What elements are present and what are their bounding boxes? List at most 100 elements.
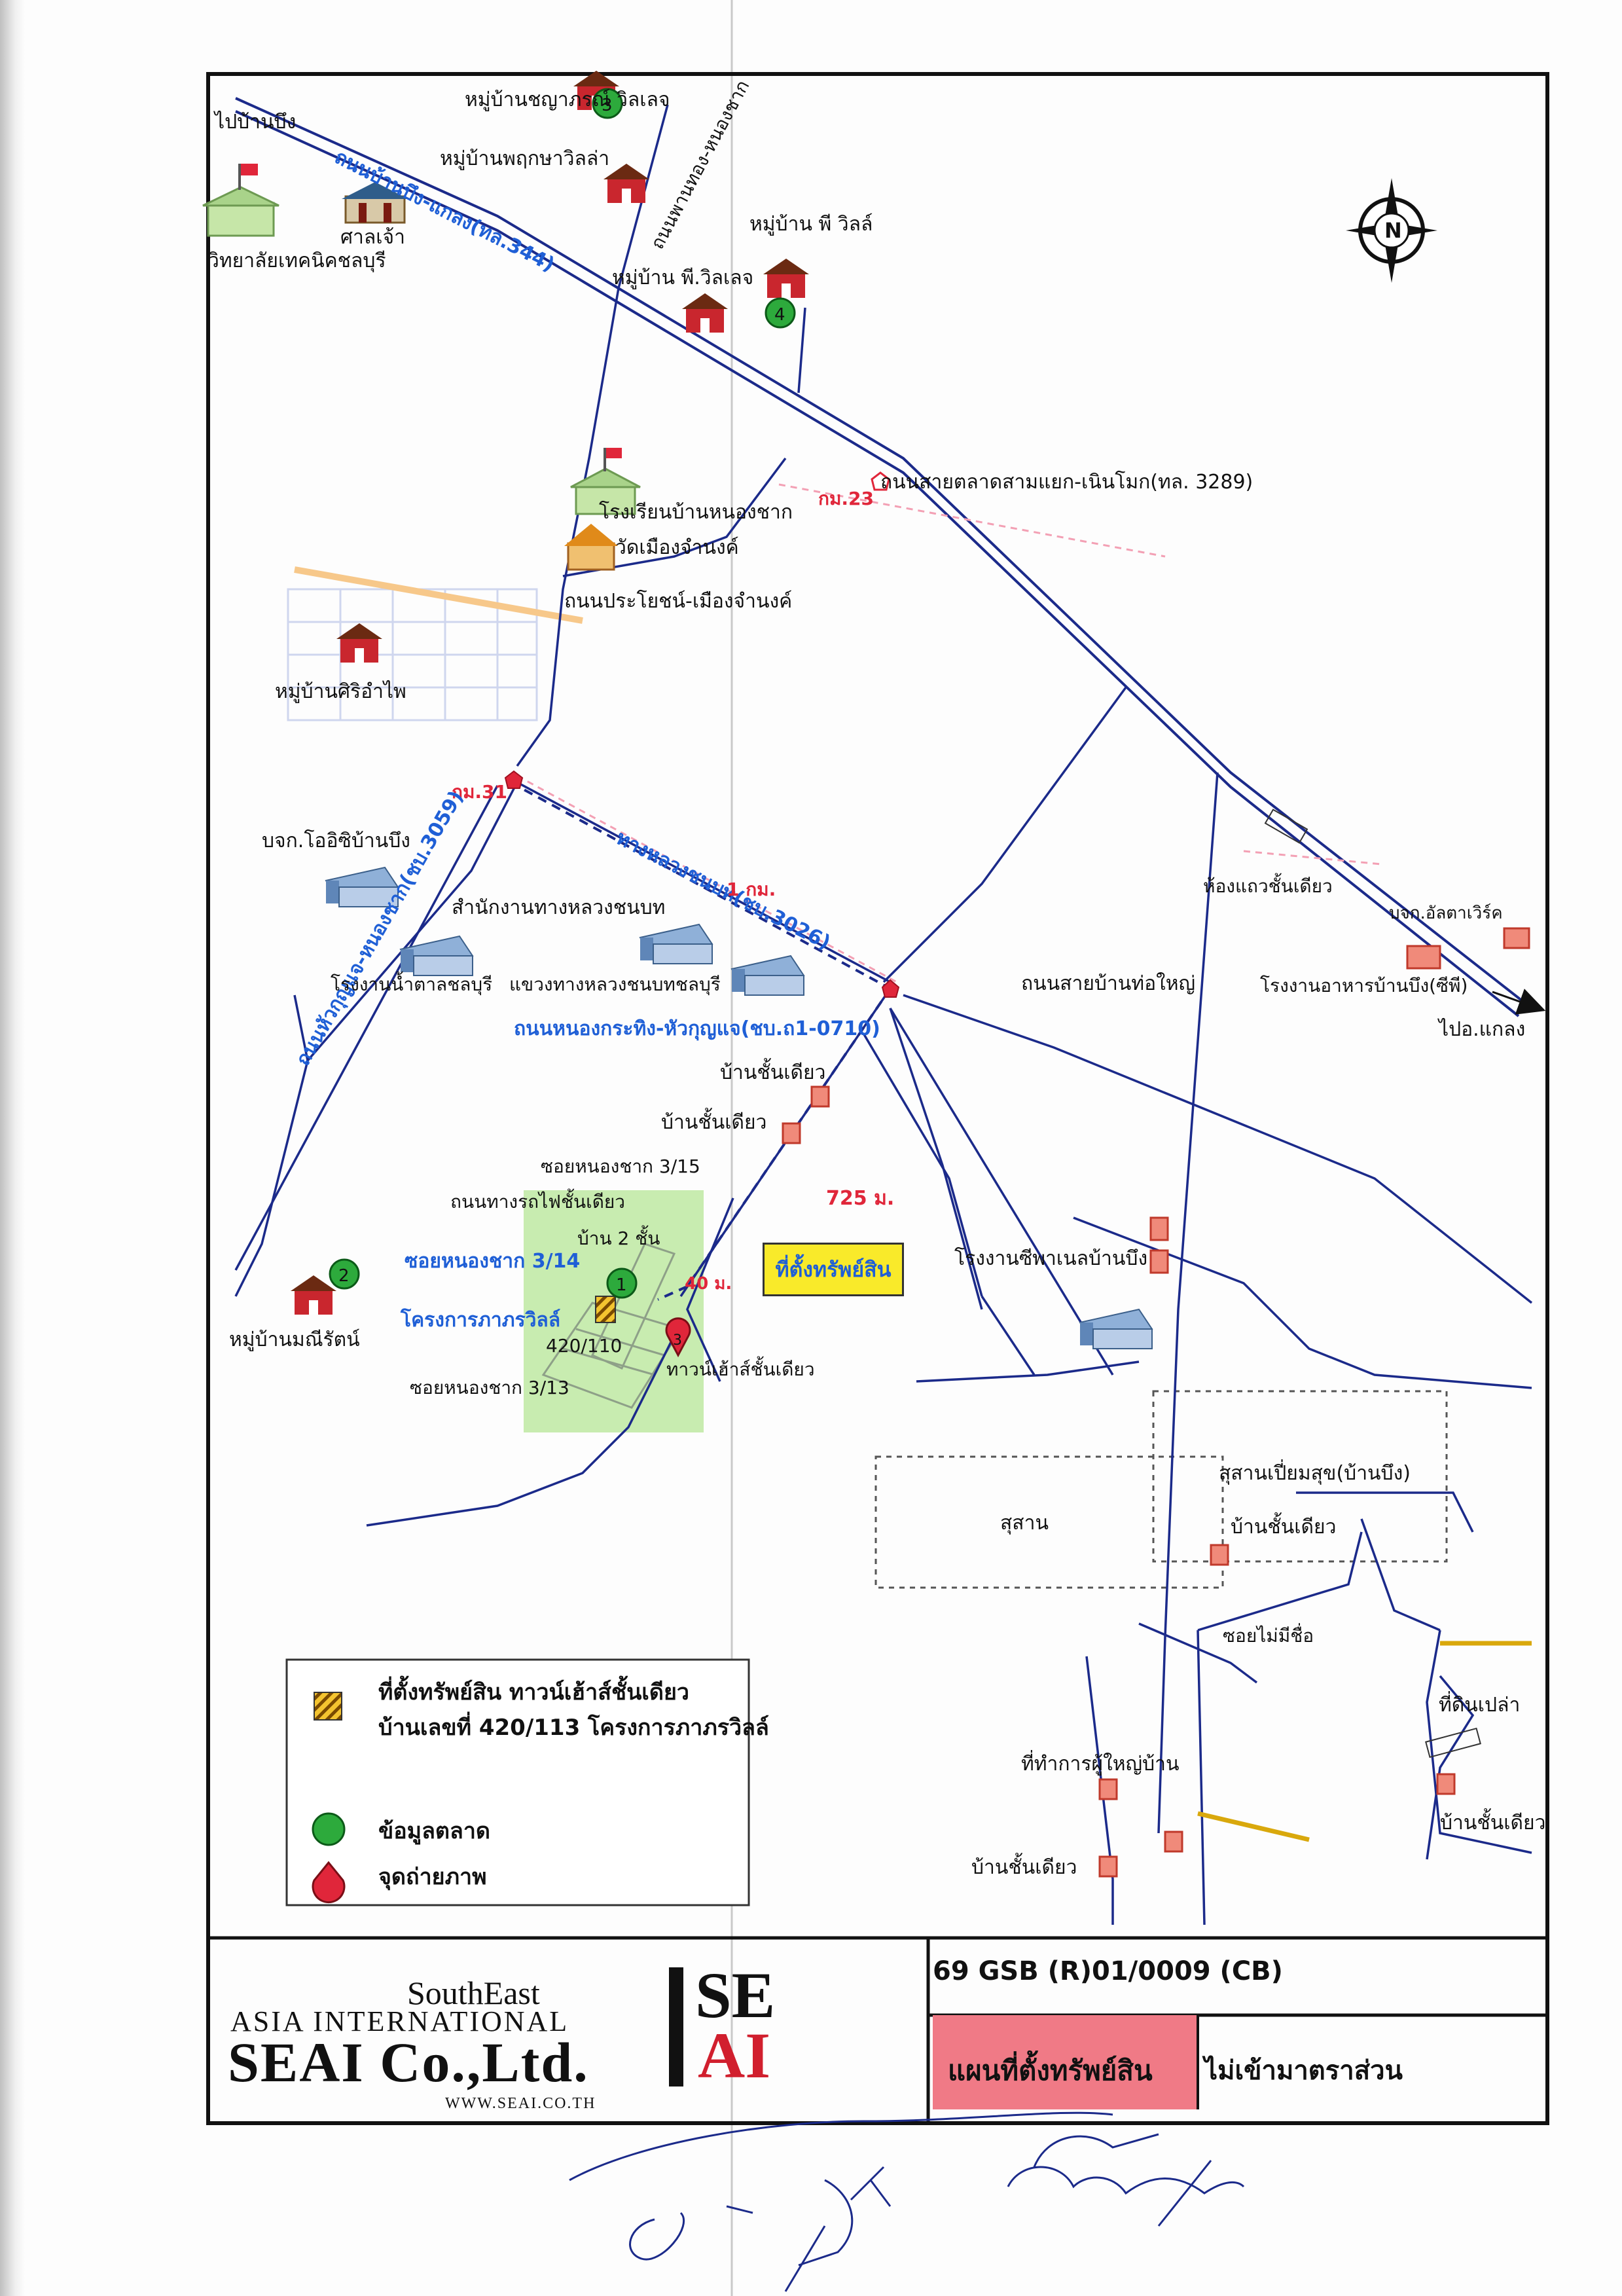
logo-seai-company: SEAI Co.,Ltd. — [228, 2031, 589, 2094]
house-icon — [291, 1275, 336, 1315]
office-building-icon — [730, 955, 805, 996]
km-marker-31 — [504, 770, 524, 789]
arrow-to-klaeng — [1492, 989, 1546, 1015]
handwritten-signature — [569, 2111, 1245, 2292]
label-chonburi-tech-college: วิทยาลัยเทคนิคชลบุรี — [208, 249, 386, 272]
legend-market-data: ข้อมูลตลาด — [378, 1818, 490, 1844]
km-marker-23 — [871, 471, 890, 491]
label-road-single-house: ถนนทางรถไฟชั้นเดียว — [450, 1191, 626, 1212]
label-single-house-1: บ้านชั้นเดียว — [720, 1061, 826, 1084]
label-km-31: กม.31 — [452, 781, 508, 803]
pink-dashed-guides — [516, 483, 1382, 983]
label-school-nongchak: โรงเรียนบ้านหนองชาก — [599, 501, 793, 524]
label-sugar-factory: โรงงานน้ำตาลชลบุรี — [331, 974, 493, 995]
label-two-storey-house: บ้าน 2 ชั้น — [577, 1228, 660, 1249]
office-building-icon — [399, 935, 474, 976]
temple-icon — [564, 524, 618, 571]
svg-text:2: 2 — [338, 1266, 350, 1286]
logo-ai-mark: AI — [698, 2019, 771, 2092]
legend-market-swatch — [312, 1812, 346, 1846]
logo-asia-international: ASIA INTERNATIONAL — [230, 2005, 569, 2037]
vacant-land-box — [1425, 1727, 1481, 1758]
house-icon — [682, 293, 728, 333]
shophouse-box — [1264, 809, 1308, 844]
label-soi-3-13: ซอยหนองชาก 3/13 — [410, 1377, 569, 1398]
map-title: แผนที่ตั้งทรัพย์สิน — [948, 2054, 1153, 2086]
market-data-marker-3: 3 — [592, 88, 623, 119]
north-letter: N — [1384, 218, 1402, 243]
label-cp-panel-factory: โรงงานซีพาเนลบ้านบึง — [954, 1247, 1148, 1270]
legend-hatch-swatch — [314, 1692, 342, 1721]
label-cemetery: สุสาน — [1000, 1512, 1049, 1535]
svg-text:3: 3 — [673, 1332, 682, 1349]
label-rural-roads-office: สำนักงานทางหลวงชนบท — [452, 896, 666, 919]
label-ultrawork: บจก.อัลตาเวิร์ค — [1389, 903, 1503, 923]
label-village-phrueksa: หมู่บ้านพฤกษาวิลล่า — [440, 147, 610, 170]
title-box — [933, 2015, 1199, 2109]
office-building-icon — [325, 866, 399, 907]
label-townhouse: ทาวน์เฮ้าส์ชั้นเดียว — [666, 1358, 815, 1380]
label-single-house-4: บ้านชั้นเดียว — [971, 1856, 1077, 1879]
label-soi-3-14: ซอยหนองชาก 3/14 — [405, 1250, 581, 1273]
legend-property-title: ที่ตั้งทรัพย์สิน ทาวน์เฮ้าส์ชั้นเดียว — [378, 1679, 690, 1705]
label-village-siri: หมู่บ้านศิริอำไพ — [275, 680, 406, 703]
label-road-3289: ถนนสายตลาดสามแยก-เนินโมก(ทล. 3289) — [880, 471, 1253, 494]
legend-property-address: บ้านเลขที่ 420/113 โครงการภาภรวิลล์ — [378, 1715, 769, 1741]
market-data-marker-2: 2 — [329, 1258, 360, 1290]
label-road-prayoch: ถนนประโยชน์-เมืองจำนงค์ — [564, 590, 793, 613]
scan-edge-shadow — [0, 0, 25, 2296]
house-icon — [336, 623, 382, 663]
label-cp-food-factory: โรงงานอาหารบ้านบึง(ซีพี) — [1260, 975, 1468, 996]
cemetery-area — [874, 1455, 1224, 1589]
label-road-ban-thoyai: ถนนสายบ้านท่อใหญ่ — [1021, 972, 1196, 995]
label-shrine: ศาลเจ้า — [340, 226, 405, 249]
label-single-house-3: บ้านชั้นเดียว — [1231, 1516, 1337, 1539]
label-village-chayaporn: หมู่บ้านชญาภรณ์ วิลเลจ — [465, 88, 670, 111]
photo-point-marker-3: 3 — [665, 1317, 691, 1358]
label-village-p-village: หมู่บ้าน พี.วิลเลจ — [612, 266, 754, 289]
market-data-marker-1: 1 — [606, 1267, 638, 1299]
property-location-tag: ที่ตั้งทรัพย์สิน — [763, 1243, 904, 1296]
label-shophouse: ห้องแถวชั้นเดียว — [1203, 875, 1333, 897]
label-house-number: 420/110 — [546, 1335, 622, 1357]
local-roads — [234, 104, 1533, 1925]
north-arrow-icon: N — [1346, 178, 1437, 283]
gold-road-1 — [1197, 1811, 1310, 1842]
house-icon — [604, 164, 649, 203]
label-725-m: 725 ม. — [826, 1187, 895, 1210]
subject-property-hatch — [595, 1296, 616, 1323]
label-soi-no-name: ซอยไม่มีชื่อ — [1223, 1625, 1314, 1647]
shrine-icon — [342, 182, 408, 224]
highway-344 — [235, 97, 1533, 1017]
label-cemetery-piammsuk: สุสานเปี่ยมสุข(บ้านบึง) — [1219, 1462, 1411, 1485]
label-to-ban-bueng: ไปบ้านบึง — [215, 111, 297, 134]
school-icon — [202, 164, 279, 237]
label-40-m: 40 ม. — [685, 1274, 732, 1294]
svg-text:1: 1 — [616, 1275, 627, 1295]
svg-text:4: 4 — [774, 305, 785, 325]
logo-southeast: SouthEast — [407, 1975, 540, 2011]
office-building-icon — [1079, 1308, 1153, 1349]
junction-marker-1km — [881, 979, 900, 998]
label-project-name: โครงการภาภรวิลล์ — [401, 1309, 561, 1332]
label-village-p-ville: หมู่บ้าน พี วิลล์ — [749, 213, 873, 236]
market-data-marker-4: 4 — [765, 297, 796, 329]
report-code: 69 GSB (R)01/0009 (CB) — [933, 1956, 1283, 1986]
office-building-icon — [639, 923, 713, 964]
label-occ-banbueng: บจก.โออิซิบ้านบึง — [262, 829, 410, 852]
label-single-house-2: บ้านชั้นเดียว — [661, 1111, 767, 1134]
legend-photo-swatch — [312, 1861, 346, 1904]
logo-se-mark: SE — [695, 1959, 776, 2032]
orange-road — [294, 566, 583, 624]
label-vacant-land: ที่ดินเปล่า — [1439, 1694, 1521, 1717]
logo-bar — [669, 1967, 683, 2086]
svg-text:3: 3 — [602, 96, 613, 115]
legend-box — [285, 1658, 750, 1906]
single-house-marker — [782, 927, 1530, 1878]
label-to-klaeng: ไปอ.แกลง — [1439, 1018, 1526, 1041]
map-frame — [206, 72, 1549, 2125]
house-icon — [763, 259, 809, 298]
cemetery-piammsuk-area — [1152, 1390, 1448, 1563]
